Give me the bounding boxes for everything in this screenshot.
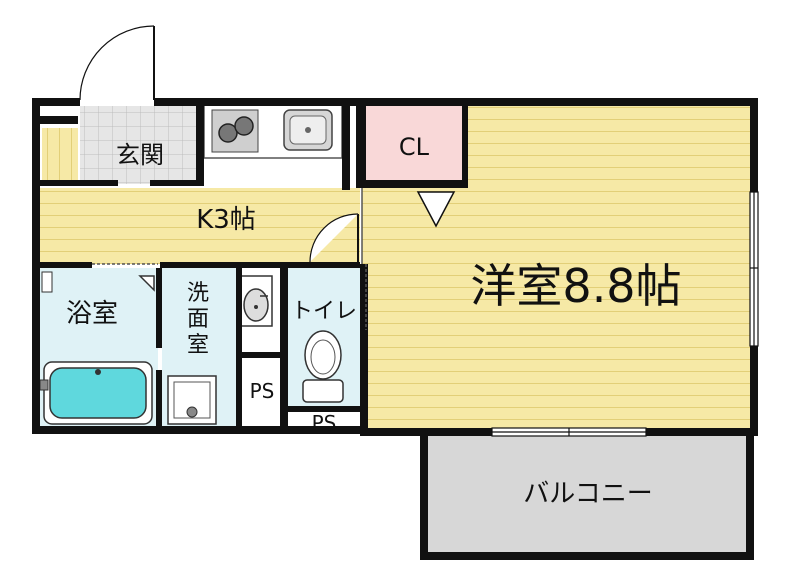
wall-room-left-top: [356, 98, 366, 188]
wall-entrance-bottom-r: [150, 180, 200, 186]
label-ps-bottom: PS: [312, 411, 337, 435]
toilet-door[interactable]: [309, 213, 359, 263]
wall-wash-right: [236, 268, 242, 428]
wall-bottom-room-right: [646, 428, 758, 436]
wall-bottom-left: [32, 426, 366, 434]
label-toilet: トイレ: [291, 299, 357, 324]
label-kitchen: K3帖: [196, 205, 256, 235]
wall-left: [32, 98, 40, 432]
wall-toilet-left: [280, 268, 288, 428]
wall-balcony-right: [746, 434, 754, 558]
kitchen-counter: [203, 103, 343, 159]
wall-balcony-bottom: [420, 552, 754, 560]
wall-closet-right: [462, 104, 468, 188]
closet-floor: [366, 104, 462, 180]
label-entrance: 玄関: [116, 141, 164, 169]
washing-machine-icon: [167, 375, 217, 425]
wall-bottom-room: [360, 428, 492, 436]
toilet-icon: [302, 330, 344, 403]
wall-top-left: [32, 98, 80, 106]
label-closet: CL: [399, 133, 430, 161]
wall-balcony-left: [420, 434, 428, 558]
wall-right-upper: [750, 98, 758, 192]
window-right: [749, 191, 759, 347]
wall-ps-bottom-top: [286, 406, 362, 412]
wall-bath-right: [156, 268, 162, 348]
shoe-rack: [42, 128, 78, 182]
label-washroom: 洗面室: [187, 281, 209, 358]
wall-shoe-top: [40, 116, 78, 124]
bathtub-icon: [39, 361, 153, 425]
window-balcony: [491, 427, 647, 437]
front-door[interactable]: [79, 25, 155, 106]
wall-right-lower: [750, 346, 758, 436]
room-door[interactable]: [361, 188, 367, 330]
wall-ps-top: [240, 352, 284, 358]
wall-bath-right-low: [156, 370, 162, 430]
entrance-floor: [80, 104, 200, 184]
wall-top-right: [154, 98, 758, 106]
kitchen-floor: [38, 188, 360, 264]
label-balcony: バルコニー: [523, 479, 652, 509]
bath-shower-icon: [138, 275, 155, 292]
wall-wash-top: [160, 262, 360, 268]
ps-left-box: [244, 356, 282, 428]
label-ps-left: PS: [250, 379, 275, 403]
wall-entrance-right: [196, 106, 204, 186]
label-western-room: 洋室8.8帖: [470, 259, 681, 313]
bath-control: [41, 271, 53, 293]
wall-entrance-bottom: [38, 180, 118, 186]
wall-closet-bottom: [366, 180, 464, 188]
balcony-floor: [428, 432, 746, 554]
wall-bath-top: [38, 262, 92, 268]
closet-door-arrow: [416, 191, 456, 228]
wall-kitchen-right: [342, 98, 350, 190]
walls: [32, 98, 758, 560]
label-bath: 浴室: [66, 299, 118, 329]
wall-room-left-low: [360, 264, 368, 434]
washbasin-icon: [239, 275, 273, 327]
room-labels: 玄関 K3帖 CL 洋室8.8帖 浴室 トイレ PS PS バルコニー 洗面室: [66, 133, 682, 509]
